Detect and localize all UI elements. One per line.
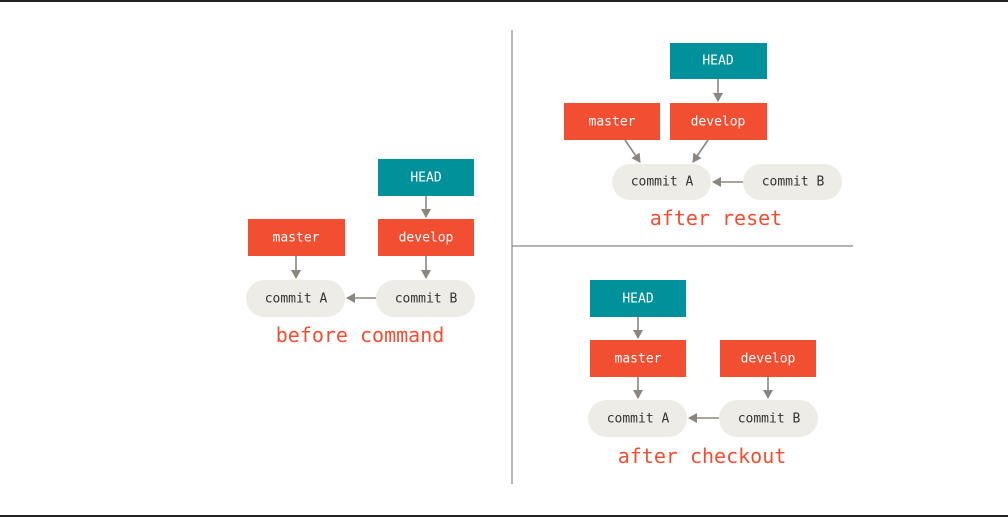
caption-before: before command (276, 323, 445, 347)
head-label: HEAD (702, 54, 733, 69)
reset-panel: HEAD master develop commit A commit B af… (564, 43, 842, 230)
develop-label: develop (741, 352, 796, 367)
commit-a-label: commit A (631, 175, 694, 190)
head-label: HEAD (622, 292, 653, 307)
commit-b-node (743, 164, 842, 200)
head-label: HEAD (410, 171, 441, 186)
master-branch-box (248, 219, 345, 256)
develop-label: develop (691, 115, 746, 130)
commit-b-label: commit B (738, 412, 801, 427)
commit-a-label: commit A (607, 412, 670, 427)
develop-branch-box (720, 340, 816, 377)
commit-b-label: commit B (395, 292, 458, 307)
commit-a-label: commit A (265, 292, 328, 307)
develop-branch-box (670, 103, 767, 140)
before-panel: HEAD develop master commit A commit B be… (246, 159, 475, 347)
arrow-develop-to-a (692, 139, 709, 163)
develop-label: develop (399, 231, 454, 246)
checkout-panel: HEAD master develop commit A commit B af… (588, 280, 818, 468)
master-branch-box (564, 103, 660, 140)
head-box (378, 159, 474, 196)
commit-b-node (376, 280, 475, 317)
caption-reset: after reset (650, 206, 782, 230)
master-label: master (615, 352, 662, 367)
commit-a-node (246, 280, 345, 317)
commit-b-label: commit B (762, 175, 825, 190)
master-label: master (589, 115, 636, 130)
head-box (670, 43, 767, 79)
commit-a-node (612, 164, 711, 200)
develop-branch-box (378, 219, 474, 256)
arrow-master-to-a (624, 139, 641, 163)
head-box (590, 280, 686, 317)
master-label: master (273, 231, 320, 246)
commit-a-node (588, 400, 687, 437)
commit-b-node (719, 400, 818, 437)
caption-checkout: after checkout (618, 444, 787, 468)
master-branch-box (590, 340, 686, 377)
